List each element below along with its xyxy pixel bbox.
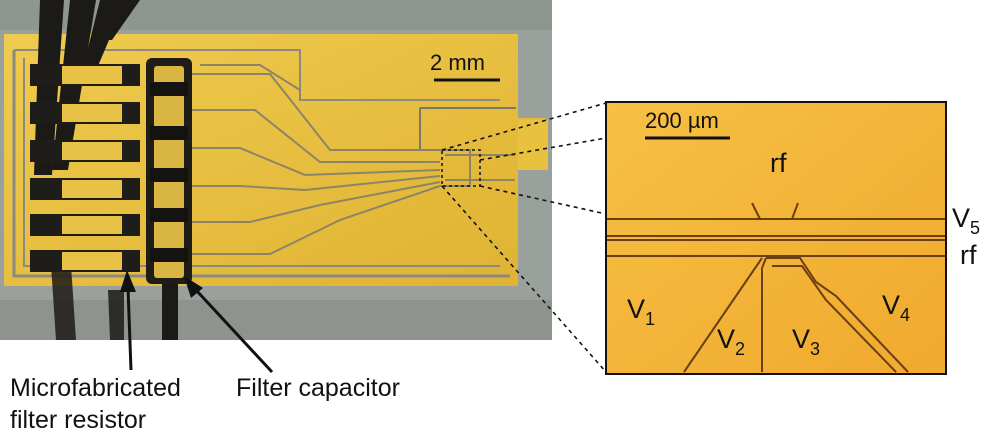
resistor-callout-line1: Microfabricated [10,374,181,402]
rf-region-label: rf [770,148,787,178]
resistor-pads [30,64,140,272]
resistor-callout: Microfabricated filter resistor [10,372,181,436]
zoom-connectors [441,102,607,373]
zoom-photo [605,101,947,375]
wire-bundles [34,0,140,340]
filter-capacitors [146,58,192,340]
callout-arrows [120,270,274,374]
electrode-v5-label: V5 [952,203,981,238]
rails [607,218,945,257]
electrode-v4-label: V4 [882,290,911,325]
electrode-v1-label: V1 [627,294,656,329]
electrode-v3-label: V3 [792,324,821,359]
zoom-source-box [441,149,481,187]
zoom-frame [605,101,947,375]
scale-label-200um: 200 µm [645,108,719,133]
scale-label-2mm: 2 mm [430,50,485,75]
capacitor-callout: Filter capacitor [236,374,400,402]
chip-photo [0,0,607,374]
resistor-callout-line2: filter resistor [10,406,147,434]
rf-rail-label: rf [960,240,977,270]
electrode-gaps [683,257,909,373]
electrode-v2-label: V2 [717,324,746,359]
